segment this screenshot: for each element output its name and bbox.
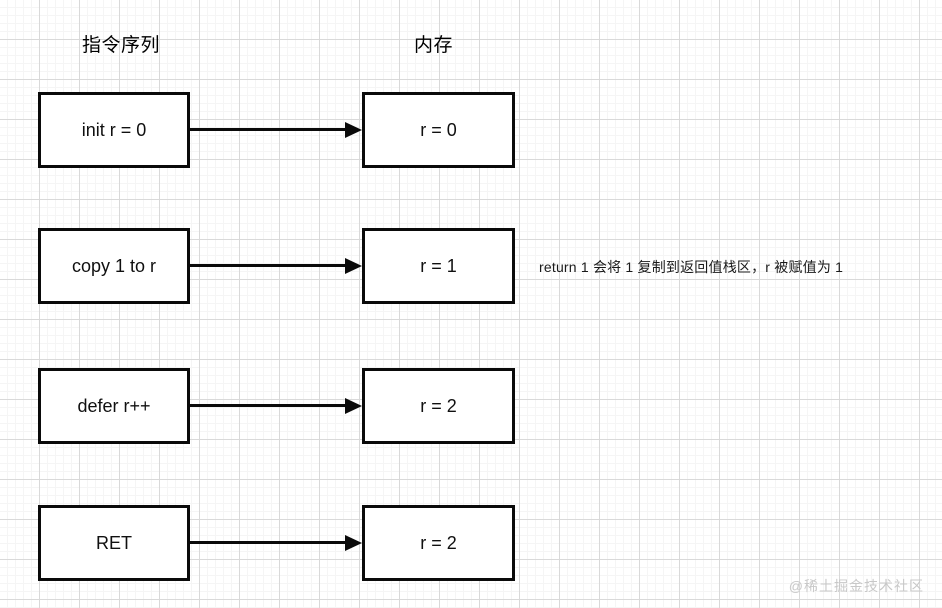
diagram-row: init r = 0 r = 0 xyxy=(0,92,942,168)
arrow-head xyxy=(345,121,362,138)
arrow-head xyxy=(345,257,362,274)
arrow-shaft xyxy=(190,264,350,267)
memory-box[interactable]: r = 2 xyxy=(362,368,515,444)
memory-box[interactable]: r = 2 xyxy=(362,505,515,581)
arrow-right-icon xyxy=(190,534,362,551)
instruction-box[interactable]: defer r++ xyxy=(38,368,190,444)
instruction-box[interactable]: copy 1 to r xyxy=(38,228,190,304)
arrow-right-icon xyxy=(190,121,362,138)
arrow-right-icon xyxy=(190,397,362,414)
annotation-text: return 1 会将 1 复制到返回值栈区，r 被赋值为 1 xyxy=(539,259,844,275)
arrow-shaft xyxy=(190,128,350,131)
arrow-shaft xyxy=(190,404,350,407)
instruction-box[interactable]: init r = 0 xyxy=(38,92,190,168)
arrow-head xyxy=(345,534,362,551)
instruction-box[interactable]: RET xyxy=(38,505,190,581)
memory-box[interactable]: r = 0 xyxy=(362,92,515,168)
memory-box[interactable]: r = 1 xyxy=(362,228,515,304)
column-header-instructions: 指令序列 xyxy=(82,35,161,56)
arrow-shaft xyxy=(190,541,350,544)
arrow-right-icon xyxy=(190,257,362,274)
arrow-head xyxy=(345,397,362,414)
diagram-row: copy 1 to r r = 1 xyxy=(0,228,942,304)
diagram-row: defer r++ r = 2 xyxy=(0,368,942,444)
watermark: @稀土掘金技术社区 xyxy=(788,578,924,594)
diagram-row: RET r = 2 xyxy=(0,505,942,581)
column-header-memory: 内存 xyxy=(414,35,454,56)
